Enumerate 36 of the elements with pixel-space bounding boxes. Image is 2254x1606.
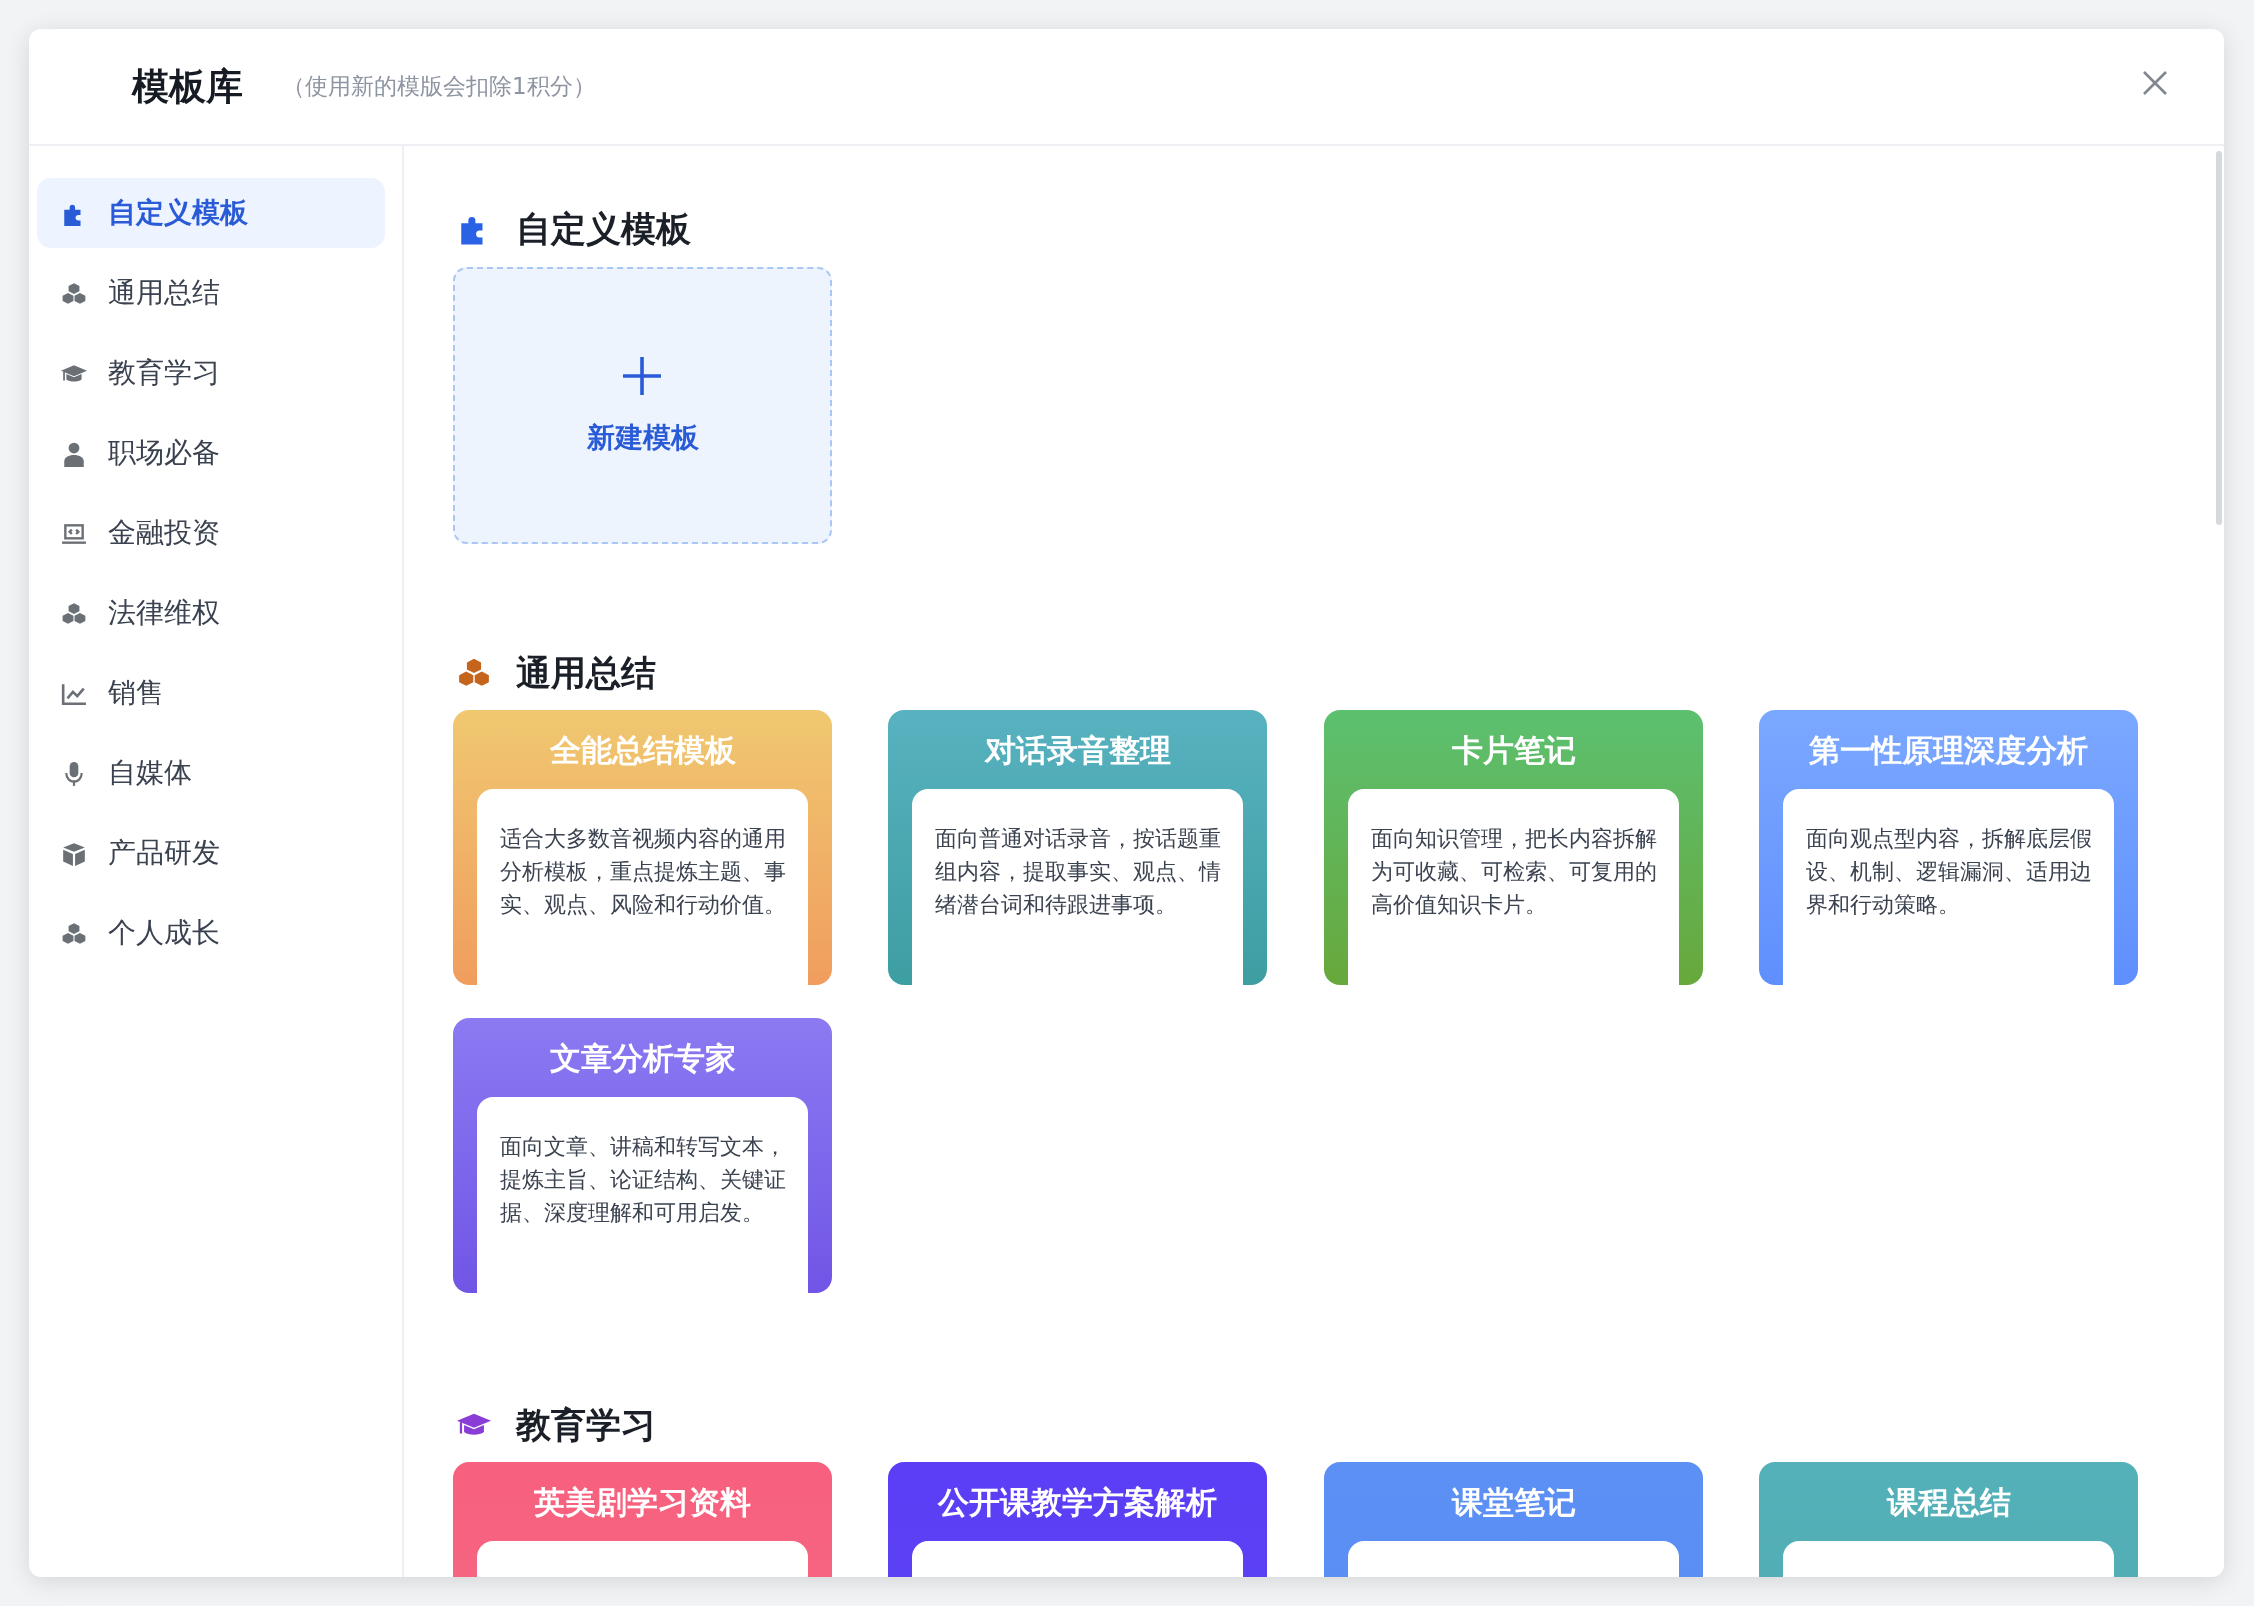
menu-item-selected: 自定义模板 bbox=[37, 178, 385, 248]
template-card bbox=[453, 1018, 832, 1293]
card-description: 面向观点型内容，拆解底层假设、机制、逻辑漏洞、适用边界和行动策略。 bbox=[1806, 825, 2092, 919]
menu-item: 法律维权 bbox=[37, 578, 385, 648]
card-title: 文章分析专家 bbox=[548, 1039, 737, 1078]
card-title: 课程总结 bbox=[1885, 1483, 2012, 1522]
section-heading: 通用总结 bbox=[516, 652, 656, 695]
menu-item: 销售 bbox=[37, 658, 385, 728]
card-title: 英美剧学习资料 bbox=[533, 1483, 752, 1522]
menu-item: 产品研发 bbox=[37, 818, 385, 888]
template-card bbox=[1759, 710, 2138, 985]
dialog-title: 模板库 bbox=[132, 64, 243, 110]
template-card bbox=[888, 710, 1267, 985]
card-title: 全能总结模板 bbox=[548, 731, 737, 770]
menu-item: 金融投资 bbox=[37, 498, 385, 568]
card-title: 公开课教学方案解析 bbox=[936, 1483, 1218, 1522]
new-template-card bbox=[453, 267, 832, 544]
card-title: 对话录音整理 bbox=[983, 731, 1172, 770]
card-description: 面向知识管理，把长内容拆解为可收藏、可检索、可复用的高价值知识卡片。 bbox=[1371, 825, 1657, 919]
card-title: 卡片笔记 bbox=[1450, 731, 1577, 770]
card-description: 面向文章、讲稿和转写文本，提炼主旨、论证结构、关键证据、深度理解和可用启发。 bbox=[500, 1133, 786, 1227]
card-description: 适合大多数音视频内容的通用分析模板，重点提炼主题、事实、观点、风险和行动价值。 bbox=[500, 825, 786, 919]
menu-item: 自媒体 bbox=[37, 738, 385, 808]
template-card bbox=[1324, 710, 1703, 985]
template-card bbox=[453, 710, 832, 985]
subtitle-note: （使用新的模版会扣除1积分） bbox=[282, 72, 596, 101]
card-title: 第一性原理深度分析 bbox=[1808, 731, 2089, 770]
menu-item: 教育学习 bbox=[37, 338, 385, 408]
menu-item: 个人成长 bbox=[37, 898, 385, 968]
menu-item: 职场必备 bbox=[37, 418, 385, 488]
card-title: 课堂笔记 bbox=[1450, 1483, 1577, 1522]
card-label: 新建模板 bbox=[585, 420, 700, 456]
section-heading: 教育学习 bbox=[516, 1404, 656, 1447]
section-heading: 自定义模板 bbox=[516, 208, 691, 251]
card-description: 面向普通对话录音，按话题重组内容，提取事实、观点、情绪潜台词和待跟进事项。 bbox=[935, 825, 1221, 919]
menu-item: 通用总结 bbox=[37, 258, 385, 328]
